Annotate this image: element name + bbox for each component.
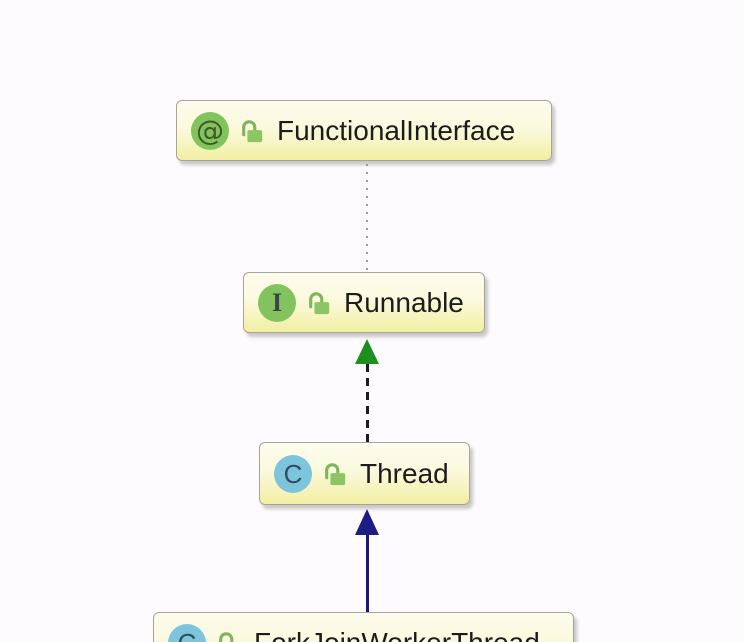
interface-icon: I: [258, 283, 296, 322]
node-fork-join-worker-thread[interactable]: C ForkJoinWorkerThread: [153, 612, 574, 642]
edge-extends-solid-line: [366, 535, 369, 612]
node-label: Runnable: [344, 286, 464, 318]
node-label: Thread: [360, 457, 449, 489]
node-functional-interface[interactable]: @ FunctionalInterface: [176, 100, 552, 161]
edge-annotation-dotted-line: [366, 164, 368, 271]
unlocked-icon: [309, 291, 330, 314]
node-thread[interactable]: C Thread: [259, 442, 470, 505]
class-icon: C: [168, 624, 206, 642]
edge-implements-dashed-line: [366, 364, 369, 442]
implements-arrowhead-icon: [355, 339, 379, 364]
annotation-icon: @: [191, 111, 229, 150]
unlocked-icon: [219, 632, 234, 642]
node-label: ForkJoinWorkerThread: [254, 627, 540, 642]
node-label: FunctionalInterface: [277, 114, 516, 146]
unlocked-icon: [325, 462, 346, 485]
unlocked-icon: [242, 119, 263, 142]
class-icon: C: [274, 454, 312, 493]
node-runnable[interactable]: I Runnable: [243, 272, 485, 333]
extends-arrowhead-icon: [355, 509, 379, 535]
